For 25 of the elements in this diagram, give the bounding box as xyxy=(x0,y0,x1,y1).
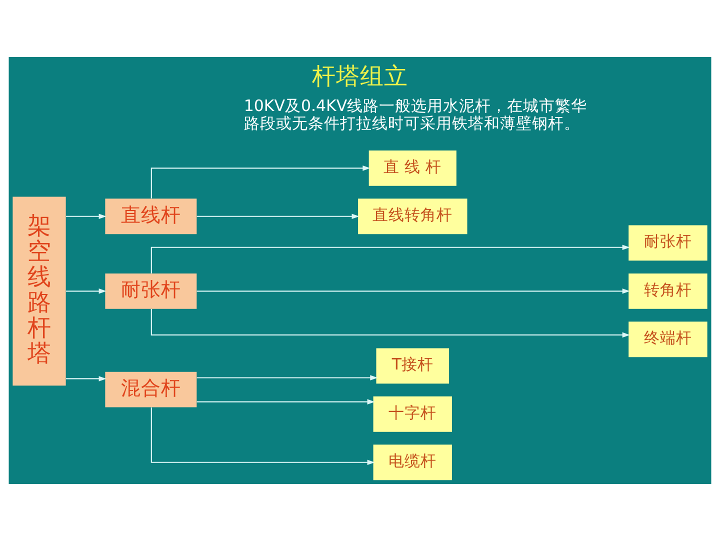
arrow xyxy=(196,213,360,219)
node-box: 耐张杆 xyxy=(628,224,708,260)
diagram-title: 杆塔组立 xyxy=(312,61,408,90)
node-box: 终端杆 xyxy=(628,321,708,357)
label: 10KV及0.4KV线路一般选用水泥杆，在城市繁华路段或无条件打拉线时可采用铁塔和薄壁钢杆。 xyxy=(244,95,588,132)
arrow xyxy=(196,288,630,294)
arrow xyxy=(150,308,630,338)
arrow xyxy=(150,244,630,273)
node-box: 直 线 杆 xyxy=(368,150,456,186)
arrow xyxy=(196,398,375,404)
node-box: 电缆杆 xyxy=(373,444,452,480)
arrow xyxy=(66,213,106,219)
node-box: 混合杆 xyxy=(105,371,197,407)
node-box: 直线杆 xyxy=(105,198,197,234)
node-box: T接杆 xyxy=(376,348,450,384)
arrow xyxy=(150,165,370,198)
arrow xyxy=(66,288,106,294)
node-box: 耐张杆 xyxy=(105,272,197,308)
node-box: 架空线路杆塔 xyxy=(12,196,66,386)
node-box: 转角杆 xyxy=(628,272,708,308)
node-box: 直线转角杆 xyxy=(358,198,468,234)
arrow xyxy=(196,374,378,380)
arrow xyxy=(66,376,106,381)
arrow xyxy=(150,407,375,464)
node-box: 十字杆 xyxy=(373,396,452,432)
